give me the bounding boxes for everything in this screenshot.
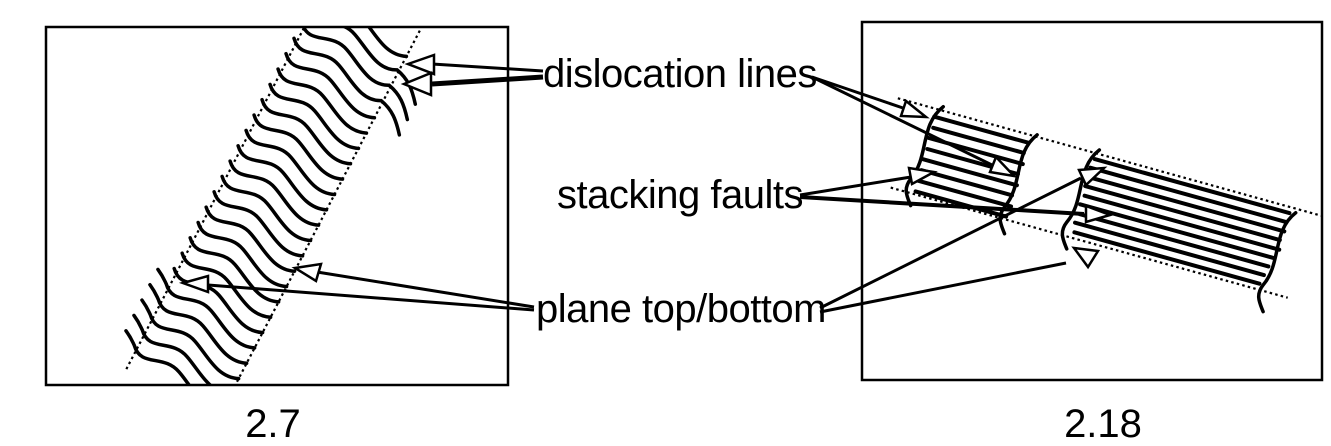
annotation-connectors xyxy=(207,62,1085,314)
connector-line xyxy=(799,175,912,197)
open-arrowhead-icon xyxy=(404,53,436,76)
open-arrowheads xyxy=(178,53,1114,294)
connector-line xyxy=(819,261,1067,314)
connector-line xyxy=(431,62,544,73)
right-panel-caption: 2.18 xyxy=(1064,402,1142,446)
label-stacking-faults: stacking faults xyxy=(557,173,803,217)
stacking-fault-stripes-segment-2 xyxy=(1072,157,1292,286)
open-arrowhead-icon xyxy=(178,274,210,294)
right-panel-figure xyxy=(860,20,1324,382)
open-arrowhead-icon xyxy=(1084,204,1114,224)
connector-line xyxy=(799,195,1085,216)
left-panel-caption: 2.7 xyxy=(245,402,301,446)
connector-line xyxy=(811,75,993,167)
connector-line xyxy=(207,283,535,312)
dislocation-band xyxy=(111,28,435,384)
open-arrowhead-icon xyxy=(899,98,930,119)
open-arrowhead-icon xyxy=(1071,246,1101,270)
label-dislocation-lines: dislocation lines xyxy=(543,52,817,96)
connector-line xyxy=(431,74,544,87)
open-arrowhead-icon xyxy=(1077,166,1108,188)
connector-line xyxy=(316,270,535,309)
curved-dislocation-lines xyxy=(904,104,1298,314)
open-arrowhead-icon xyxy=(291,262,323,283)
open-arrowhead-icon xyxy=(907,166,938,186)
label-plane-top-bottom: plane top/bottom xyxy=(536,287,827,331)
connector-line xyxy=(811,75,904,110)
connector-line xyxy=(819,176,1082,310)
open-arrowhead-icon xyxy=(400,71,433,97)
plane-boundary-dotted-line xyxy=(125,28,329,370)
open-arrowhead-icon xyxy=(988,154,1018,178)
